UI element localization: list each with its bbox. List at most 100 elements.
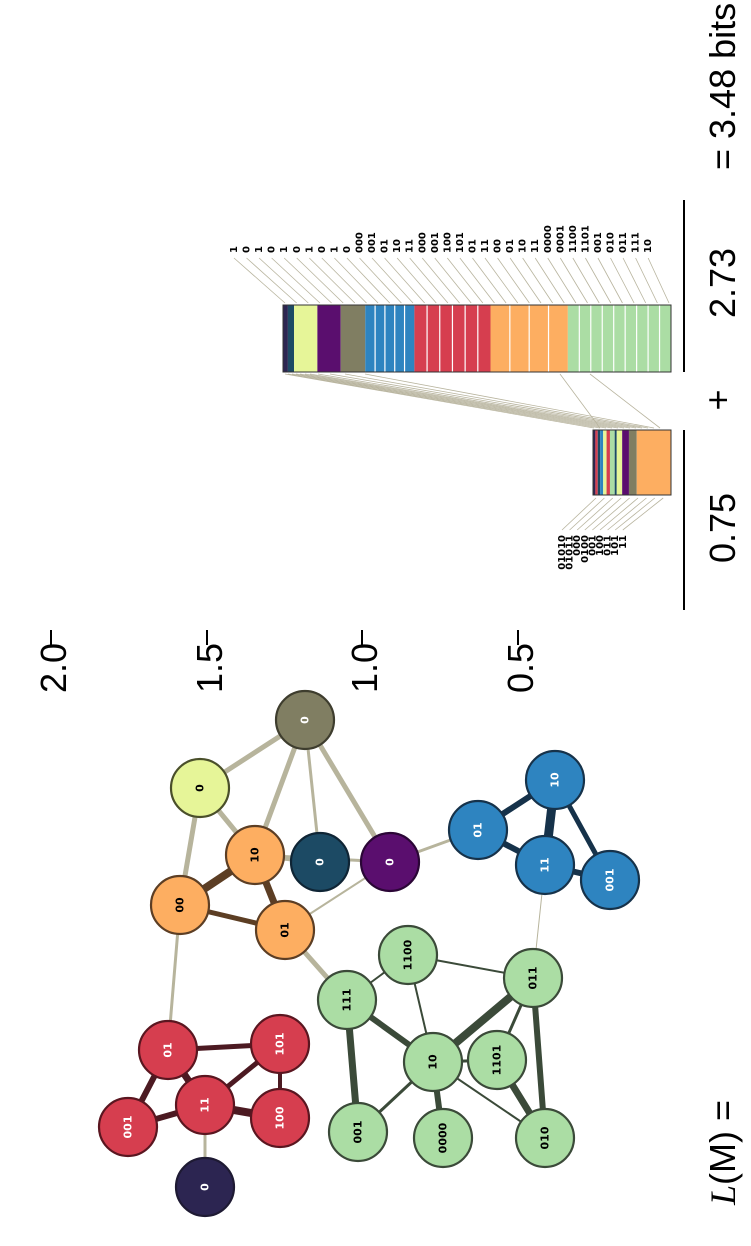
network-node: 11 bbox=[174, 1074, 236, 1136]
network-node-label: 11 bbox=[199, 1097, 212, 1112]
module-codebook-label: 0 bbox=[242, 246, 253, 253]
network-node-circle bbox=[327, 1101, 389, 1163]
module-codebook-label: 001 bbox=[430, 232, 441, 253]
network-node-circle bbox=[402, 1031, 464, 1093]
index-codebook-label: 100 bbox=[595, 535, 606, 556]
index-codebook-leader bbox=[576, 497, 614, 531]
index-codebook-label: 01011 bbox=[565, 535, 576, 570]
module-codebook-leader bbox=[534, 257, 565, 304]
network-node-circle bbox=[254, 899, 316, 961]
module-codebook-label: 1 bbox=[329, 246, 340, 253]
formula-total: = 3.48 bits bbox=[702, 3, 743, 170]
network-node-circle bbox=[359, 831, 421, 893]
network-node: 10 bbox=[524, 749, 586, 811]
module-codebook-label: 0 bbox=[317, 246, 328, 253]
index-codebook-label: 000 bbox=[572, 535, 583, 556]
module-codebook-leader bbox=[258, 257, 309, 304]
codebook-connector bbox=[304, 373, 625, 429]
index-codebook-label: 011 bbox=[603, 535, 614, 556]
network-node-circle bbox=[174, 1156, 236, 1218]
index-codebook-bar-segment bbox=[622, 430, 629, 495]
network-node-label: 1101 bbox=[491, 1045, 504, 1076]
module-codebook-label: 000 bbox=[417, 232, 428, 253]
network-node: 0000 bbox=[412, 1107, 474, 1169]
network-node-circle bbox=[289, 831, 351, 893]
module-codebook-leader bbox=[472, 257, 507, 304]
index-codebook-label: 001 bbox=[587, 535, 598, 556]
index-codebook-bar-segment bbox=[593, 430, 596, 495]
axis-tick-label: 1.0 bbox=[344, 643, 385, 693]
module-codebook-label: 1 bbox=[254, 246, 265, 253]
module-codebook-label: 010 bbox=[606, 232, 617, 253]
network-node-circle bbox=[149, 874, 211, 936]
module-codebook-label: 101 bbox=[455, 232, 466, 253]
network-node: 0 bbox=[289, 831, 351, 893]
module-codebook-label: 0001 bbox=[555, 225, 566, 253]
index-codebook-leader bbox=[607, 497, 647, 531]
module-codebook-leader bbox=[321, 257, 367, 304]
module-codebook-bar-segment bbox=[283, 305, 288, 372]
module-codebook-label: 100 bbox=[442, 232, 453, 253]
module-codebook-leader bbox=[371, 257, 414, 304]
module-codebook-label: 011 bbox=[618, 232, 629, 253]
network-node-label: 011 bbox=[527, 967, 540, 990]
codebook-connector bbox=[344, 373, 649, 429]
axis-tick-label: 0.5 bbox=[500, 643, 541, 693]
module-codebook-label: 00 bbox=[493, 239, 504, 253]
codebook-connector bbox=[291, 373, 607, 429]
network-node: 01 bbox=[137, 1019, 199, 1081]
module-codebook-leader bbox=[346, 257, 391, 304]
module-codebook-leader bbox=[233, 257, 286, 304]
module-codebook-label: 10 bbox=[392, 239, 403, 253]
module-codebook-label: 0 bbox=[267, 246, 278, 253]
index-codebook-bar-segment bbox=[595, 430, 598, 495]
network-node: 10 bbox=[402, 1031, 464, 1093]
network-node-label: 0 bbox=[384, 858, 397, 866]
module-codebook-leader bbox=[409, 257, 449, 304]
codebook-connector bbox=[329, 373, 643, 429]
module-codebook-label: 000 bbox=[355, 232, 366, 253]
module-codebook-bar-segment bbox=[567, 305, 671, 372]
module-codebook-label: 11 bbox=[405, 239, 416, 253]
formula-line: L (M) = 0.75 + 2.73 = 3.48 bits bbox=[683, 3, 743, 1206]
module-codebook-leader bbox=[334, 257, 379, 304]
codebook-connector bbox=[364, 373, 655, 429]
module-codebook-leader bbox=[434, 257, 472, 304]
module-codebook-label: 1100 bbox=[568, 225, 579, 253]
network-node-label: 0 bbox=[199, 1183, 212, 1191]
network-node-label: 0 bbox=[194, 784, 207, 792]
network-node-circle bbox=[274, 689, 336, 751]
network-node-circle bbox=[514, 834, 576, 896]
network-node-label: 10 bbox=[427, 1054, 440, 1070]
network-node: 101 bbox=[249, 1013, 311, 1075]
module-codebook-label: 0 bbox=[342, 246, 353, 253]
module-codebook-leader bbox=[359, 257, 402, 304]
index-codebook-bar-segment bbox=[636, 430, 671, 495]
module-codebook-bar-segment bbox=[287, 305, 295, 372]
module-codebook-leader bbox=[635, 257, 658, 304]
index-codebook-label: 11 bbox=[618, 535, 629, 549]
network-node-label: 001 bbox=[122, 1116, 135, 1139]
module-codebook-leader bbox=[647, 257, 670, 304]
module-codebook-leader bbox=[459, 257, 495, 304]
index-codebook-bar-segment bbox=[606, 430, 610, 495]
network-node: 001 bbox=[327, 1101, 389, 1163]
module-codebook-bar-frame bbox=[282, 304, 672, 373]
module-codebook-label: 1 bbox=[229, 246, 240, 253]
module-codebook-leader bbox=[509, 257, 542, 304]
module-codebook-leader bbox=[610, 257, 635, 304]
network-node-label: 1100 bbox=[402, 939, 415, 970]
module-codebook-label: 01 bbox=[467, 239, 478, 253]
module-codebook-leader bbox=[497, 257, 530, 304]
network-node-circle bbox=[316, 969, 378, 1031]
network-node: 01 bbox=[447, 799, 509, 861]
codebook-connector bbox=[559, 373, 601, 429]
module-codebook-label: 001 bbox=[593, 232, 604, 253]
network-node: 100 bbox=[249, 1087, 311, 1149]
network-node-label: 0 bbox=[314, 858, 327, 866]
index-codebook-leader bbox=[614, 497, 656, 531]
network-graph: 0001110110010100000011011111001101011010… bbox=[97, 689, 641, 1218]
network-node-label: 111 bbox=[341, 989, 354, 1012]
module-codebook-label: 01 bbox=[505, 239, 516, 253]
